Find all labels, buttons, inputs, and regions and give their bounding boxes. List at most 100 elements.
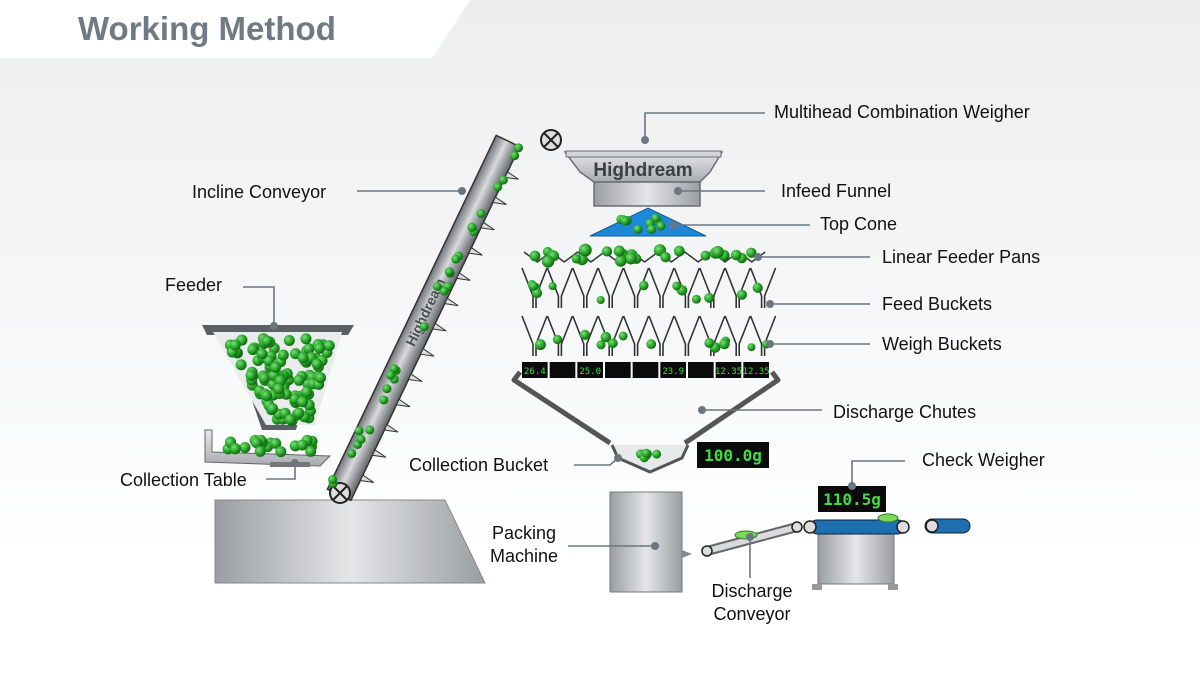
feeder-product	[224, 333, 335, 427]
product-pea	[736, 289, 747, 300]
weigh-bucket	[648, 315, 661, 356]
product-pea	[273, 383, 285, 395]
feeder-pan-rail	[523, 251, 766, 263]
packing-machine	[609, 491, 692, 593]
weigh-cell	[522, 362, 548, 378]
product-pea	[365, 425, 375, 435]
product-pea	[432, 281, 442, 291]
feed-bucket	[611, 267, 624, 308]
feeder-hopper	[202, 325, 354, 430]
product-pea	[229, 443, 241, 455]
product-pea	[247, 344, 259, 356]
weigh-bucket	[699, 315, 712, 356]
product-pea	[652, 449, 662, 459]
product-pea	[323, 340, 335, 352]
product-pea	[529, 250, 541, 262]
product-pea	[660, 251, 671, 263]
product-pea	[296, 439, 308, 451]
product-pea	[651, 213, 661, 223]
weigh-bucket	[622, 315, 636, 356]
product-pea	[258, 372, 270, 384]
product-pea	[529, 281, 538, 291]
product-pea	[313, 342, 325, 354]
product-pea	[283, 335, 295, 347]
product-pea	[229, 339, 241, 351]
feed-bucket	[712, 267, 726, 308]
leader-dot-icon	[651, 542, 659, 550]
conveyor-flight	[431, 322, 447, 332]
product-pea	[596, 295, 605, 304]
leader-dot-icon	[291, 459, 299, 467]
product-pea	[277, 349, 289, 361]
weigh-cell	[549, 362, 576, 378]
weigh-cell	[660, 362, 686, 378]
weigh-bucket	[585, 315, 599, 356]
product-pea	[300, 333, 312, 345]
conveyor-flight	[395, 398, 411, 408]
product-pea	[673, 245, 685, 257]
label-packing-line2: Machine	[489, 546, 559, 566]
leader-dot-icon	[641, 136, 649, 144]
product-pea	[672, 281, 682, 291]
weigh-bucket	[673, 315, 687, 356]
feed-bucket	[749, 267, 763, 308]
product-pea	[297, 396, 309, 408]
product-pea	[347, 448, 357, 458]
product-pea	[293, 407, 305, 419]
feed-bucket	[724, 267, 738, 308]
product-pea	[305, 445, 317, 457]
product-pea	[618, 331, 628, 341]
product-pea	[691, 294, 701, 304]
weigh-buckets	[521, 315, 777, 356]
product-pea	[646, 339, 657, 350]
product-pea	[267, 403, 279, 415]
weigh-bucket	[521, 315, 534, 356]
product-pea	[275, 446, 287, 458]
product-pea	[596, 340, 606, 350]
label-discharge-chutes: Discharge Chutes	[833, 402, 977, 422]
leader-dot-icon	[848, 482, 856, 490]
discharge-chutes	[511, 370, 612, 446]
conveyor-flight	[456, 272, 471, 281]
leader-dot-icon	[614, 454, 622, 462]
leader-dot-icon	[458, 187, 466, 195]
product-pea	[311, 358, 323, 370]
product-pea	[711, 245, 724, 259]
product-pea	[656, 221, 666, 231]
weigh-cell	[605, 362, 631, 378]
weigh-cell-value: 25.0	[579, 367, 601, 377]
feed-buckets	[521, 267, 777, 308]
conveyor-flight	[504, 171, 519, 180]
leader-dot-icon	[754, 253, 762, 261]
conveyor-flight	[371, 449, 387, 458]
feed-bucket	[572, 267, 585, 308]
product-pea	[700, 250, 711, 261]
feed-bucket	[673, 267, 687, 308]
leader-dot-icon	[746, 533, 754, 541]
product-pea	[239, 442, 251, 454]
product-pea	[641, 448, 651, 458]
feed-bucket	[585, 267, 599, 308]
feed-bucket	[546, 267, 560, 308]
feed-bucket	[622, 267, 636, 308]
weigh-bucket	[535, 315, 548, 356]
product-pea	[301, 386, 313, 398]
product-pea	[245, 369, 257, 381]
weigh-bucket	[662, 315, 675, 356]
leader-lines	[243, 112, 905, 578]
product-pea	[451, 254, 461, 264]
weigh-cell	[715, 362, 742, 378]
product-pea	[624, 252, 637, 265]
roller-cross-icon	[540, 129, 562, 151]
product-pea	[614, 254, 627, 267]
conveyor-flight	[443, 297, 459, 307]
label-collection-bucket: Collection Bucket	[409, 455, 549, 475]
product-pea	[752, 282, 763, 293]
product-pea	[548, 282, 557, 291]
product-pea	[601, 246, 613, 257]
title-banner	[0, 0, 470, 58]
product-pea	[541, 255, 555, 268]
conveyor-flight	[407, 373, 423, 382]
product-pea	[704, 338, 715, 348]
